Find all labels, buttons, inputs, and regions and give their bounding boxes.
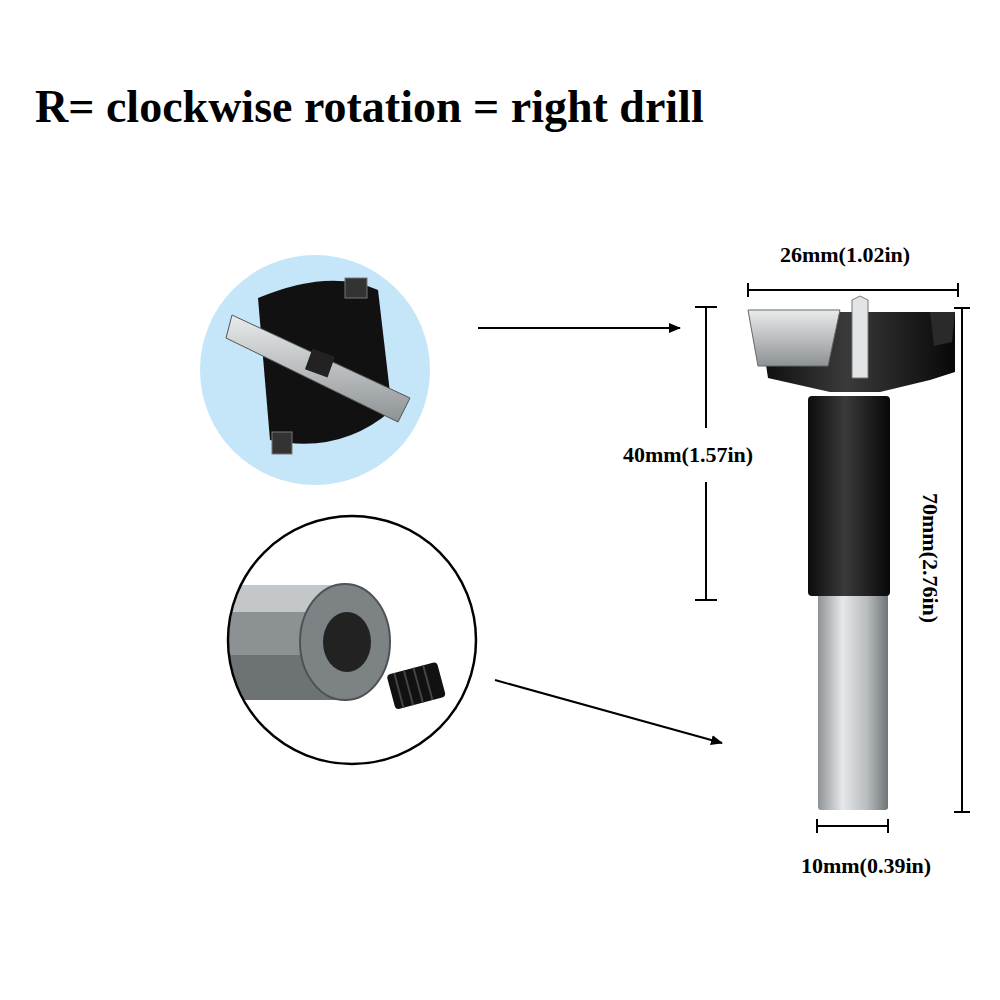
- title-text: R= clockwise rotation = right drill: [35, 80, 704, 133]
- shank-inset: [220, 515, 476, 765]
- leader-arrow: [478, 327, 680, 329]
- dimension-label: 40mm(1.57in): [621, 442, 755, 468]
- dimension-label: 70mm(2.76in): [917, 491, 943, 625]
- dimension-label: 26mm(1.02in): [778, 242, 912, 268]
- leader-arrow: [495, 680, 722, 743]
- dimension-lines: [695, 283, 970, 833]
- drill-bit: [748, 296, 955, 810]
- dimension-label: 10mm(0.39in): [799, 853, 933, 879]
- cutter-inset: [200, 255, 430, 485]
